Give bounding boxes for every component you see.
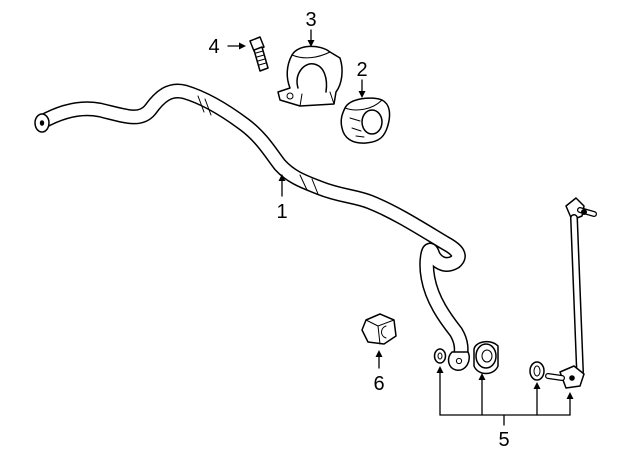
callout-bracket: 3	[305, 9, 316, 31]
stabilizer-bar	[34, 83, 470, 371]
callout-link-kit: 5	[498, 429, 509, 451]
nut	[361, 313, 397, 345]
bolt	[249, 36, 269, 72]
callout-bolt: 4	[208, 36, 219, 58]
callout-bar: 1	[276, 201, 287, 223]
washer-oval	[529, 361, 545, 381]
washer-small	[433, 348, 447, 364]
bracket	[277, 45, 343, 107]
callout-nut: 6	[373, 373, 384, 395]
callout-bushing: 2	[356, 59, 367, 81]
stabilizer-link	[545, 197, 597, 389]
leader-lines	[227, 29, 574, 426]
link-bushing	[473, 340, 499, 375]
bushing	[340, 97, 391, 144]
